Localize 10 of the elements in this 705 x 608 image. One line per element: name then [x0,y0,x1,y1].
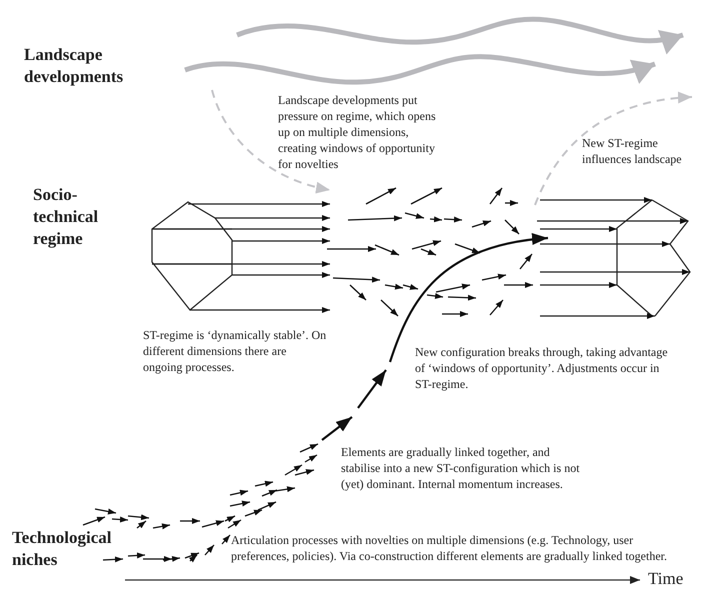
level-heading: Landscape developments [24,44,124,88]
annotation-text: Articulation processes with novelties on multiple dimensions (e.g. Technology, user preferences, policies). Via co-construction different elements are gradually linked together. [231,532,668,564]
annotation-text: New configuration breaks through, taking advantage of ‘windows of opportunity’. Adjustments occur in ST-regime. [415,344,669,392]
annotation-text: New ST-regime influences landscape [582,135,683,167]
level-heading: Technological niches [12,527,112,571]
annotation-text: ST-regime is ‘dynamically stable’. On different dimensions there are ongoing processes. [143,327,328,375]
annotation-text: Elements are gradually linked together, and stabilise into a new ST-configuration which is not (yet) dominant. Internal momentum increases. [341,444,581,492]
level-heading: Socio-technical regime [33,184,100,250]
annotation-text: Landscape developments put pressure on regime, which opens up on multiple dimensions, creating windows of opportunity for novelties [278,92,437,172]
axis-label: Time [648,569,684,589]
